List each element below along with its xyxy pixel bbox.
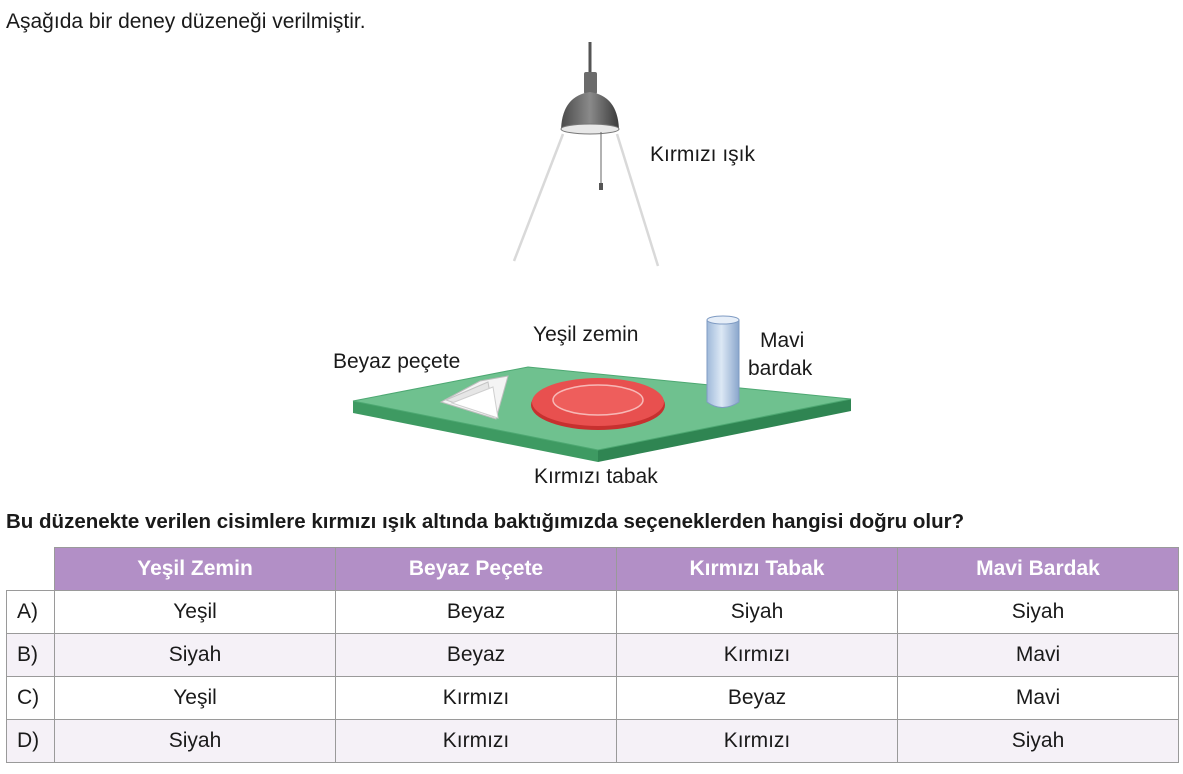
table-cell: Kırmızı <box>616 633 898 677</box>
table-cell: Beyaz <box>335 633 617 677</box>
table-cell: Siyah <box>54 719 336 763</box>
table-cell: Yeşil <box>54 590 336 634</box>
option-label: D) <box>6 719 55 763</box>
label-red-plate: Kırmızı tabak <box>534 465 658 488</box>
intro-text: Aşağıda bir deney düzeneği verilmiştir. <box>6 10 366 33</box>
label-green-floor: Yeşil zemin <box>533 323 639 346</box>
table-cell: Yeşil <box>54 676 336 720</box>
plate-icon <box>531 378 665 430</box>
label-white-napkin: Beyaz peçete <box>333 350 461 373</box>
table-cell: Beyaz <box>616 676 898 720</box>
napkin-icon <box>439 375 509 420</box>
label-blue-cup-line2: bardak <box>748 357 813 380</box>
option-label: C) <box>6 676 55 720</box>
table-row[interactable]: B) Siyah Beyaz Kırmızı Mavi <box>6 633 1179 677</box>
label-blue-cup-line1: Mavi <box>760 329 805 352</box>
table-row[interactable]: C) Yeşil Kırmızı Beyaz Mavi <box>6 676 1179 720</box>
answers-table: Yeşil Zemin Beyaz Peçete Kırmızı Tabak M… <box>6 547 1179 763</box>
label-red-light: Kırmızı ışık <box>650 143 755 166</box>
table-cell: Siyah <box>897 719 1179 763</box>
table-cell: Mavi <box>897 676 1179 720</box>
table-cell: Siyah <box>54 633 336 677</box>
table-cell: Mavi <box>897 633 1179 677</box>
table-cell: Siyah <box>616 590 898 634</box>
experiment-illustration <box>352 42 852 462</box>
table-cell: Kırmızı <box>616 719 898 763</box>
table-row[interactable]: A) Yeşil Beyaz Siyah Siyah <box>6 590 1179 634</box>
header-red-plate: Kırmızı Tabak <box>616 547 898 591</box>
question-text: Bu düzenekte verilen cisimlere kırmızı ı… <box>6 510 965 533</box>
table-header-row: Yeşil Zemin Beyaz Peçete Kırmızı Tabak M… <box>6 547 1179 591</box>
table-corner-cell <box>6 547 55 591</box>
header-green-floor: Yeşil Zemin <box>54 547 336 591</box>
table-cell: Beyaz <box>335 590 617 634</box>
table-cell: Siyah <box>897 590 1179 634</box>
header-blue-cup: Mavi Bardak <box>897 547 1179 591</box>
table-row[interactable]: D) Siyah Kırmızı Kırmızı Siyah <box>6 719 1179 763</box>
lamp-icon <box>560 42 620 190</box>
header-white-napkin: Beyaz Peçete <box>335 547 617 591</box>
table-cell: Kırmızı <box>335 676 617 720</box>
cup-icon <box>706 315 740 408</box>
table-cell: Kırmızı <box>335 719 617 763</box>
option-label: A) <box>6 590 55 634</box>
experiment-figure: Kırmızı ışık Yeşil zemin Beyaz peçete Ma… <box>0 36 1183 496</box>
light-rays <box>512 133 660 267</box>
option-label: B) <box>6 633 55 677</box>
